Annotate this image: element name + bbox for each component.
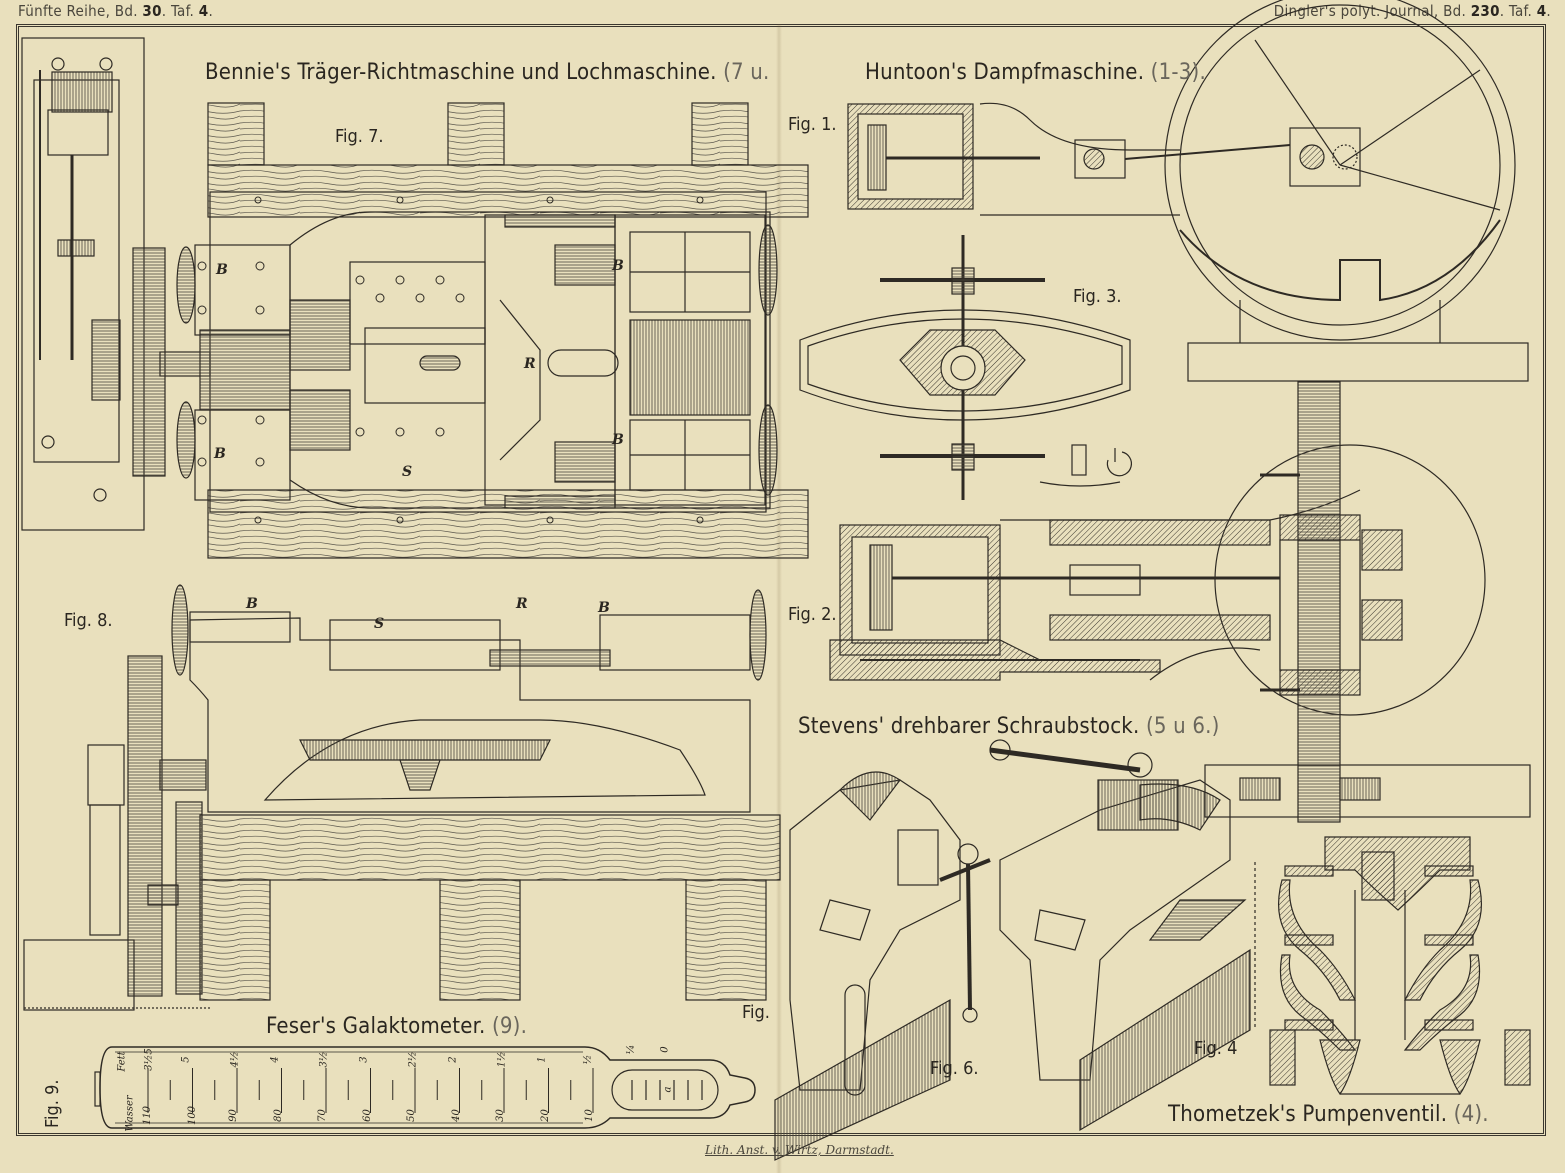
wasser-scale-label: 50 [405, 1109, 417, 1122]
fig5-label: Fig. [742, 1002, 770, 1023]
title-feser-figs: (9). [491, 1014, 528, 1039]
title-feser-text: Feser's Galaktometer. [266, 1014, 486, 1039]
fett-label: Fett [116, 1051, 128, 1072]
part-letter-s: S [374, 616, 385, 632]
galaktometer-tube [94, 1046, 756, 1129]
plate-label: . Taf. [161, 2, 195, 20]
title-stevens: Stevens' drehbarer Schraubstock. (5 u 6.… [798, 714, 1220, 739]
header-dot: . [1546, 2, 1551, 20]
title-huntoon: Huntoon's Dampfmaschine. (1-3). [865, 60, 1206, 85]
fig2-label: Fig. 2. [788, 604, 837, 625]
vertical-steam-engine [21, 37, 145, 531]
plate-label: . Taf. [1499, 2, 1533, 20]
fig3-cross-plan [799, 235, 1132, 500]
wasser-scale-label: 90 [227, 1109, 239, 1122]
fig9-label: Fig. 9. [42, 1079, 63, 1128]
fig4-label: Fig. 4 [1194, 1038, 1238, 1059]
fig8-machine-elevation [23, 584, 781, 1011]
fig4-pump-valve-section [1254, 836, 1531, 1096]
wasser-scale-label: 110 [142, 1105, 154, 1126]
title-stevens-figs: (5 u 6.) [1145, 714, 1220, 739]
plate-number: 4 [198, 2, 209, 20]
part-letter-r: R [516, 596, 528, 612]
part-letter-b: B [246, 596, 258, 612]
fig6-label: Fig. 6. [930, 1058, 979, 1079]
title-stevens-text: Stevens' drehbarer Schraubstock. [798, 714, 1140, 739]
fett-scale-label: 2½ [407, 1051, 419, 1068]
title-bennie: Bennie's Träger-Richtmaschine und Lochma… [205, 60, 770, 85]
fig1-label: Fig. 1. [788, 114, 837, 135]
fig7-label: Fig. 7. [335, 126, 384, 147]
fig6-vise [989, 739, 1251, 1132]
fett-scale-label: ½ [582, 1054, 594, 1065]
part-letter-b: B [214, 446, 226, 462]
fett-scale-label: 3½ [318, 1051, 330, 1068]
wasser-scale-label: 100 [186, 1105, 198, 1126]
title-thometzek-figs: (4). [1453, 1102, 1489, 1127]
wasser-scale-label: 40 [450, 1109, 462, 1122]
part-letter-b: B [612, 258, 624, 274]
wasser-scale-label: 20 [539, 1109, 551, 1122]
title-thometzek: Thometzek's Pumpenventil. (4). [1168, 1102, 1489, 1127]
wasser-scale-label: 10 [583, 1109, 595, 1122]
flywheel [1164, 0, 1529, 382]
bulb-mark-label: a [662, 1086, 674, 1093]
part-letter-s: S [402, 464, 413, 480]
wasser-scale-label: 80 [272, 1109, 284, 1122]
fig1-steam-engine-section [847, 102, 1361, 216]
part-letter-b: B [612, 432, 624, 448]
plate-number: 4 [1536, 2, 1547, 20]
galaktometer-ticks [147, 1068, 703, 1113]
page-fold [776, 24, 782, 1173]
fett-scale-label: 3½5 [143, 1048, 155, 1071]
part-letter-b: B [216, 262, 228, 278]
crankshaft-assembly [1204, 381, 1531, 823]
title-huntoon-figs: (1-3). [1150, 60, 1206, 85]
fig2-steam-engine-section [829, 489, 1361, 681]
fett-scale-label: 3 [358, 1056, 370, 1063]
part-letter-r: R [524, 356, 536, 372]
fett-scale-label: 4½ [229, 1051, 241, 1068]
fett-scale-label: 1½ [496, 1051, 508, 1068]
series-label: Fünfte Reihe, Bd. [18, 2, 138, 20]
fig5-vise [774, 771, 991, 1161]
wasser-label: Wasser [124, 1095, 136, 1132]
fett-scale-label: 0 [659, 1046, 671, 1053]
fett-scale-label: 5 [180, 1056, 192, 1063]
wasser-scale-label: 60 [361, 1109, 373, 1122]
title-feser: Feser's Galaktometer. (9). [266, 1014, 527, 1039]
fig8-label: Fig. 8. [64, 610, 113, 631]
fett-scale-label: 2 [447, 1056, 459, 1063]
part-letter-b: B [598, 600, 610, 616]
title-thometzek-text: Thometzek's Pumpenventil. [1168, 1102, 1448, 1127]
fig3-label: Fig. 3. [1073, 286, 1122, 307]
wasser-scale-label: 70 [316, 1109, 328, 1122]
title-bennie-figs: (7 u. [723, 60, 770, 85]
lithographer-imprint: Lith. Anst. v. Wirtz, Darmstadt. [705, 1143, 894, 1157]
wasser-scale-label: 30 [494, 1109, 506, 1122]
timber-beams [207, 102, 809, 559]
title-huntoon-text: Huntoon's Dampfmaschine. [865, 60, 1145, 85]
title-bennie-text: Bennie's Träger-Richtmaschine und Lochma… [205, 60, 717, 85]
series-volume: 30 [142, 2, 162, 20]
header-dot: . [208, 2, 214, 20]
fett-scale-label: 1 [536, 1056, 548, 1063]
fett-scale-label: ¼ [625, 1044, 637, 1055]
fig7-machine-plan [176, 191, 778, 524]
plate-header-left: Fünfte Reihe, Bd. 30. Taf. 4. [18, 2, 213, 20]
journal-volume: 230 [1470, 2, 1500, 20]
fett-scale-label: 4 [269, 1056, 281, 1063]
